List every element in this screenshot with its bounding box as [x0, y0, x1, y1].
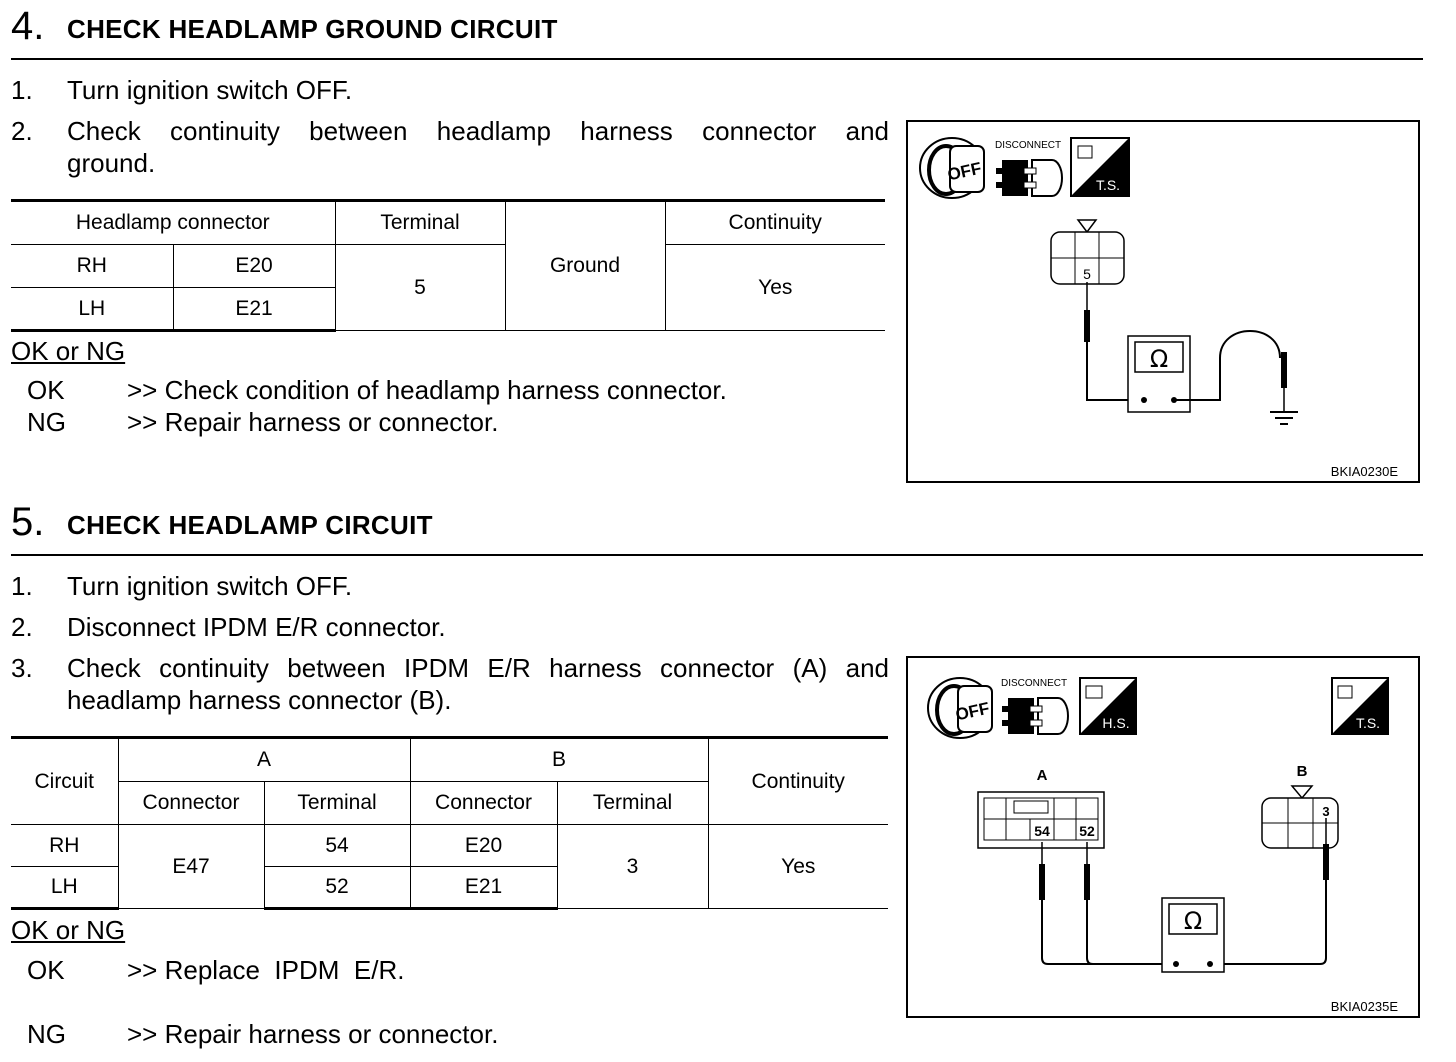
svg-text:Ω: Ω — [1184, 907, 1202, 935]
continuity-table: Headlamp connector Terminal Ground Conti… — [11, 199, 885, 332]
result-action: >> Repair harness or connector. — [127, 407, 499, 437]
result-status: NG — [27, 1019, 66, 1049]
cell-b-connector: E21 — [409, 866, 557, 910]
instruction-text: Check continuity between headlamp harnes… — [67, 116, 889, 146]
ts-icon: T.S. — [1070, 137, 1130, 197]
ts-icon: T.S. — [1331, 677, 1389, 735]
cell-continuity: Yes — [707, 824, 888, 909]
disconnect-connector-icon — [996, 159, 1063, 197]
instruction-number: 2. — [11, 612, 33, 642]
ignition-off-icon: OFF — [927, 677, 993, 739]
header-terminal: Terminal — [334, 199, 506, 245]
cell-connector: E20 — [172, 244, 336, 288]
section-divider — [11, 554, 1423, 556]
step-number: 5. — [11, 500, 45, 544]
cell-circuit: RH — [11, 824, 119, 867]
cell-a-connector: E47 — [117, 824, 265, 909]
cell-side: LH — [11, 287, 174, 332]
cell-ground: Ground — [504, 199, 666, 331]
disconnect-connector-icon — [1002, 697, 1069, 735]
connector-b-label: B — [1297, 763, 1308, 780]
section-divider — [11, 58, 1423, 60]
instruction-number: 1. — [11, 75, 33, 105]
instruction-text: Turn ignition switch OFF. — [67, 75, 353, 105]
step-title: CHECK HEADLAMP CIRCUIT — [67, 510, 433, 540]
svg-text:54: 54 — [1034, 823, 1050, 839]
headlamp-connector-icon: 5 — [1050, 219, 1125, 285]
result-status: OK — [27, 375, 65, 405]
cell-terminal: 5 — [334, 244, 506, 331]
result-action: >> Repair harness or connector. — [127, 1019, 499, 1049]
ok-or-ng-heading: OK or NG — [11, 336, 126, 366]
header-terminal: Terminal — [263, 781, 411, 825]
header-connector: Connector — [409, 781, 558, 825]
figure-id: BKIA0230E — [1330, 464, 1398, 479]
disconnect-label: DISCONNECT — [1001, 678, 1067, 689]
instruction-list: 1. Turn ignition switch OFF. 2. Disconne… — [11, 570, 891, 720]
cell-continuity: Yes — [664, 244, 885, 331]
instruction-text: Disconnect IPDM E/R connector. — [67, 612, 446, 642]
result-status: OK — [27, 955, 65, 985]
step-title: CHECK HEADLAMP GROUND CIRCUIT — [67, 14, 558, 44]
connector-a-label: A — [1037, 767, 1048, 784]
instruction-list: 1. Turn ignition switch OFF. 2. Check co… — [11, 74, 891, 184]
cell-connector: E21 — [172, 287, 335, 332]
wiring-diagram: OFF DISCONNECT T.S. 5 — [919, 137, 1298, 425]
diagram-ground-circuit: OFF DISCONNECT T.S. 5 — [906, 120, 1420, 483]
header-group-b: B — [409, 736, 709, 782]
instruction-number: 3. — [11, 653, 33, 683]
header-continuity: Continuity — [707, 736, 888, 825]
instruction-text: Turn ignition switch OFF. — [67, 571, 353, 601]
instruction-number: 1. — [11, 571, 33, 601]
header-group-a: A — [117, 736, 411, 782]
result-action: >> Replace IPDM E/R. — [127, 955, 405, 985]
header-connector: Connector — [118, 781, 265, 825]
headlamp-connector-icon: 3 — [1261, 785, 1339, 849]
header-terminal: Terminal — [556, 781, 708, 825]
ignition-off-icon: OFF — [919, 137, 985, 199]
header-continuity: Continuity — [664, 199, 885, 245]
cell-b-connector: E20 — [409, 824, 558, 867]
result-status: NG — [27, 407, 66, 437]
cell-b-terminal: 3 — [556, 824, 709, 909]
instruction-text-continued: ground. — [67, 148, 156, 178]
continuity-table: Circuit A B Continuity Connector Termina… — [11, 736, 888, 910]
svg-text:Ω: Ω — [1150, 345, 1168, 373]
svg-text:T.S.: T.S. — [1096, 177, 1120, 193]
header-headlamp-connector: Headlamp connector — [11, 199, 336, 245]
step-number: 4. — [11, 4, 45, 48]
cell-side: RH — [11, 244, 174, 288]
wiring-diagram: OFF DISCONNECT H.S. T.S. A — [927, 677, 1389, 973]
ohmmeter-icon: Ω — [1161, 897, 1225, 973]
figure-id: BKIA0235E — [1330, 999, 1398, 1014]
svg-text:52: 52 — [1079, 823, 1095, 839]
disconnect-label: DISCONNECT — [995, 140, 1061, 151]
svg-text:5: 5 — [1083, 266, 1091, 282]
result-action: >> Check condition of headlamp harness c… — [127, 375, 727, 405]
svg-text:H.S.: H.S. — [1102, 715, 1129, 731]
svg-text:T.S.: T.S. — [1356, 715, 1380, 731]
instruction-number: 2. — [11, 116, 33, 146]
ok-or-ng-heading: OK or NG — [11, 915, 126, 945]
header-circuit: Circuit — [11, 736, 119, 825]
svg-text:3: 3 — [1322, 804, 1329, 819]
cell-a-terminal: 52 — [263, 866, 411, 910]
cell-circuit: LH — [11, 866, 119, 910]
cell-a-terminal: 54 — [263, 824, 411, 867]
ground-symbol-icon — [1270, 411, 1298, 425]
instruction-text: Check continuity between IPDM E/R harnes… — [67, 653, 889, 683]
ipdm-connector-icon: 54 52 — [977, 791, 1105, 849]
instruction-text-continued: headlamp harness connector (B). — [67, 685, 452, 715]
diagram-headlamp-circuit: OFF DISCONNECT H.S. T.S. A — [906, 656, 1420, 1018]
hs-icon: H.S. — [1079, 677, 1137, 735]
